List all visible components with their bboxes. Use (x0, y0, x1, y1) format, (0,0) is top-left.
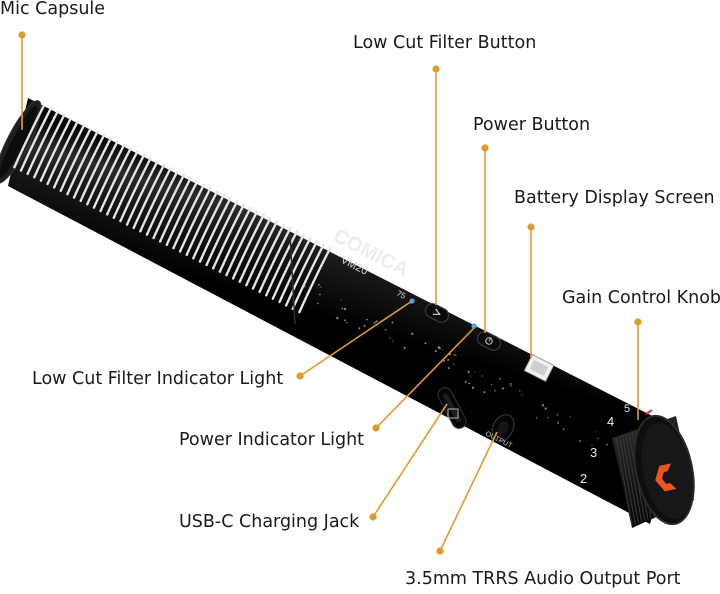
label-battery-display-screen: Battery Display Screen (514, 188, 715, 208)
dot-audio-output-port (436, 547, 444, 555)
label-low-cut-filter-indicator-light: Low Cut Filter Indicator Light (32, 369, 284, 389)
microphone-body (0, 96, 676, 524)
dot-low-cut-filter-indicator-light (296, 372, 304, 380)
leader-audio-output-port (439, 431, 498, 552)
dot-gain-control-knob (634, 318, 642, 326)
low-cut-filter-button[interactable] (423, 301, 451, 324)
dot-low-cut-filter-button (432, 65, 440, 73)
gain-scale-2: 2 (580, 471, 587, 486)
usb-c-charging-jack[interactable] (435, 385, 468, 430)
dot-power-button (481, 144, 489, 152)
leader-usb-c-charging-jack (372, 403, 448, 518)
leader-low-cut-filter-indicator-light (299, 300, 413, 377)
label-power-indicator-light: Power Indicator Light (179, 430, 365, 450)
audio-output-port[interactable] (488, 411, 519, 445)
body-speckle-texture (303, 283, 642, 473)
battery-display-screen (523, 353, 555, 383)
gain-scale-5: 5 (624, 403, 630, 415)
gain-scale-3: 3 (590, 445, 597, 460)
brand-logo-icon (655, 463, 677, 492)
usb-c-symbol (447, 408, 459, 419)
dot-mic-capsule (18, 31, 26, 39)
power-indicator-light (471, 323, 477, 329)
label-gain-control-knob: Gain Control Knob (562, 288, 720, 308)
label-mic-capsule: Mic Capsule (0, 0, 106, 19)
label-low-cut-filter-button: Low Cut Filter Button (353, 33, 537, 53)
callout-leaders (18, 31, 642, 555)
label-usb-c-charging-jack: USB-C Charging Jack (179, 512, 360, 532)
leader-power-indicator-light (375, 327, 475, 429)
label-audio-output-port: 3.5mm TRRS Audio Output Port (405, 569, 681, 589)
power-button[interactable] (475, 329, 503, 352)
dot-battery-display-screen (527, 223, 535, 231)
gain-scale-4: 4 (607, 414, 614, 429)
label-power-button: Power Button (473, 115, 591, 135)
gain-control-knob[interactable] (612, 410, 703, 529)
dot-power-indicator-light (372, 424, 380, 432)
dot-usb-c-charging-jack (369, 513, 377, 521)
